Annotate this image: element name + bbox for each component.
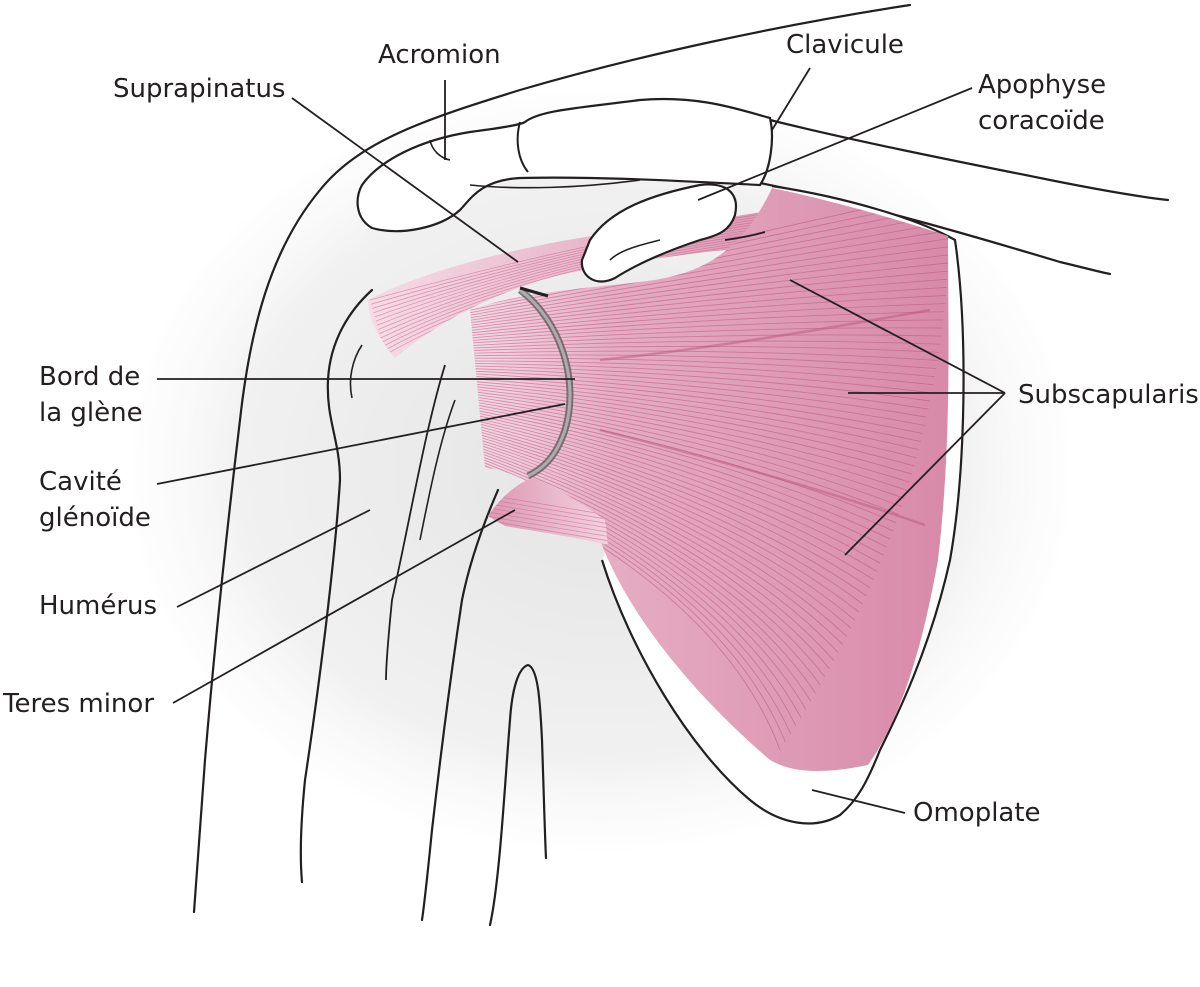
label-subscapularis: Subscapularis: [1018, 377, 1199, 413]
label-teres-minor: Teres minor: [3, 686, 154, 722]
leader-clavicule: [772, 68, 810, 130]
label-humerus: Humérus: [39, 588, 157, 624]
label-apophyse-line2: coracoïde: [978, 103, 1106, 139]
label-apophyse-line1: Apophyse: [978, 67, 1106, 103]
label-bord-glene: Bord de la glène: [39, 359, 143, 431]
label-cavite-glenoide: Cavité glénoïde: [39, 464, 151, 536]
label-acromion: Acromion: [378, 37, 501, 73]
label-bord-line2: la glène: [39, 395, 143, 431]
label-apophyse-coracoide: Apophyse coracoïde: [978, 67, 1106, 139]
label-cavite-line2: glénoïde: [39, 500, 151, 536]
label-bord-line1: Bord de: [39, 359, 143, 395]
label-clavicule: Clavicule: [786, 27, 904, 63]
label-cavite-line1: Cavité: [39, 464, 151, 500]
label-omoplate: Omoplate: [913, 795, 1041, 831]
label-suprapinatus: Suprapinatus: [113, 71, 285, 107]
